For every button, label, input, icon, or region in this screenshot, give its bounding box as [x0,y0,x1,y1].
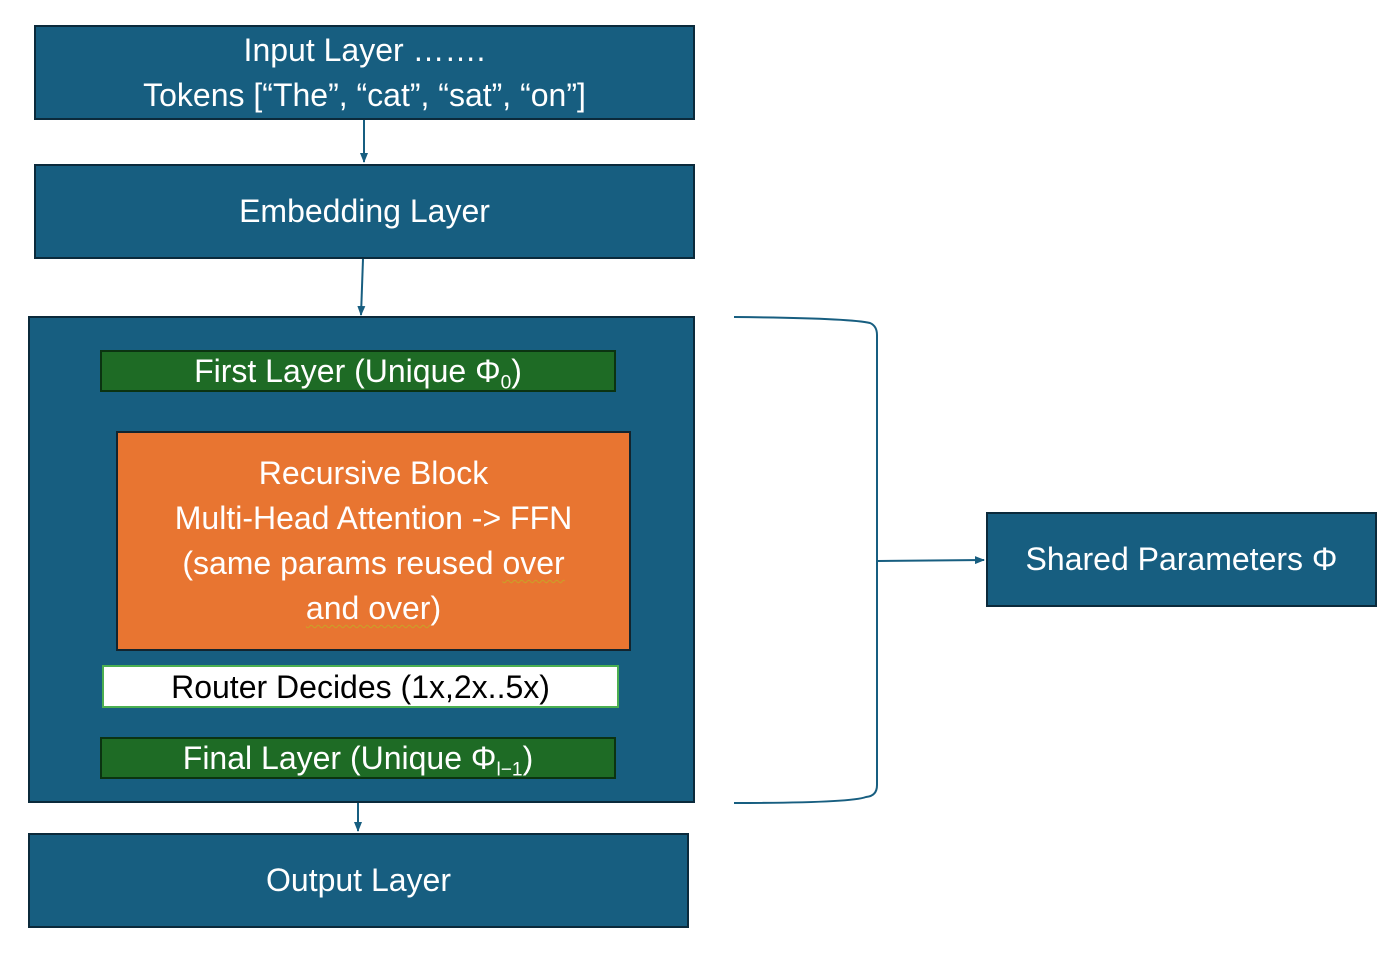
embedding-layer-box: Embedding Layer [34,164,695,259]
input-layer-title: Input Layer ……. [243,32,486,69]
recursive-block: Recursive Block Multi-Head Attention -> … [116,431,631,651]
first-layer-box: First Layer (Unique Φ0) [100,350,616,394]
shared-parameters-box: Shared Parameters Φ [986,512,1377,607]
shared-parameters-bracket [733,316,878,804]
arrow-bracket-to-shared-parameters [877,556,985,565]
router-box: Router Decides (1x,2x..5x) [102,665,619,708]
final-layer-box: Final Layer (Unique Φl−1) [100,737,616,781]
recursive-block-note-line2: and over) [305,589,442,626]
arrow-embedding-to-recursive [357,258,366,316]
output-layer-label: Output Layer [266,862,451,899]
input-layer-box: Input Layer ……. Tokens [“The”, “cat”, “s… [34,25,695,120]
shared-parameters-label: Shared Parameters Φ [1025,541,1338,578]
final-layer-label: Final Layer (Unique Φl−1) [182,740,534,781]
router-label: Router Decides (1x,2x..5x) [171,668,550,705]
recursive-block-note-line1: (same params reused over [182,545,565,581]
output-layer-box: Output Layer [28,833,689,928]
recursive-block-title: Recursive Block [258,455,489,492]
spellcheck-flagged-phrase: and over [305,589,431,626]
recursive-block-description: Multi-Head Attention -> FFN [174,500,573,537]
input-layer-tokens: Tokens [“The”, “cat”, “sat”, “on”] [143,76,586,113]
first-layer-label: First Layer (Unique Φ0) [194,353,522,394]
embedding-layer-label: Embedding Layer [239,193,490,230]
spellcheck-flagged-word: over [502,545,565,581]
